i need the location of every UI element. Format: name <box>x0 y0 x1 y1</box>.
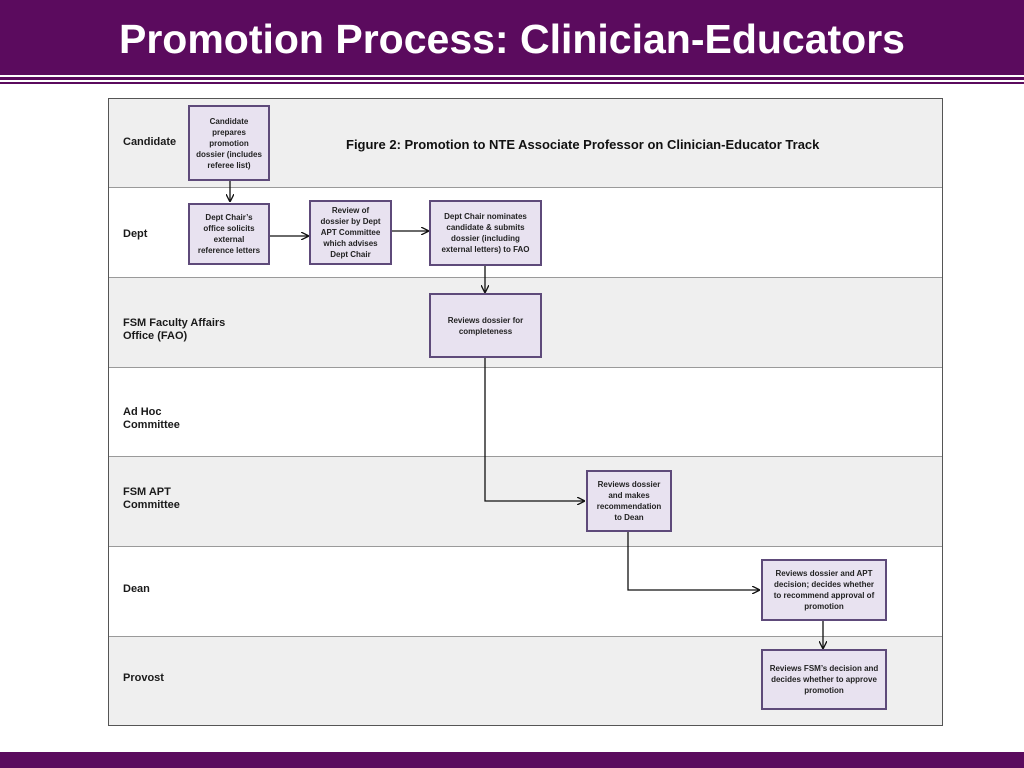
title-bar <box>0 0 1024 75</box>
step-fsm-apt-recommend: Reviews dossier and makes recommendation… <box>586 470 672 532</box>
slide-title: Promotion Process: Clinician-Educators <box>119 16 905 62</box>
lane-label-provost: Provost <box>123 672 164 684</box>
lane-label-candidate: Candidate <box>123 136 177 148</box>
lane-label-fsm-apt: FSM APT Committee <box>123 486 180 511</box>
step-chair-solicits-letters: Dept Chair’s office solicits external re… <box>188 203 270 265</box>
figure-title: Figure 2: Promotion to NTE Associate Pro… <box>346 137 820 152</box>
step-provost-approval: Reviews FSM’s decision and decides wheth… <box>761 649 887 710</box>
lane-label-dean: Dean <box>123 583 150 595</box>
lane-label-adhoc: Ad Hoc Committee <box>123 406 180 431</box>
step-candidate-prepares: Candidate prepares promotion dossier (in… <box>188 105 270 181</box>
step-fao-completeness: Reviews dossier for completeness <box>429 293 542 358</box>
step-dean-decision: Reviews dossier and APT decision; decide… <box>761 559 887 621</box>
step-chair-nominates: Dept Chair nominates candidate & submits… <box>429 200 542 266</box>
title-divider-thin <box>0 82 1024 84</box>
lane-label-dept: Dept <box>123 228 148 240</box>
step-dept-apt-review: Review of dossier by Dept APT Committee … <box>309 200 392 265</box>
swimlane-diagram: Candidate Figure 2: Promotion to NTE Ass… <box>108 98 943 726</box>
footer-bar <box>0 752 1024 768</box>
lane-label-fao: FSM Faculty Affairs Office (FAO) <box>123 317 226 342</box>
lane-adhoc: Ad Hoc Committee <box>109 368 942 457</box>
lane-fsm-apt: FSM APT Committee <box>109 457 942 547</box>
title-divider <box>0 77 1024 80</box>
